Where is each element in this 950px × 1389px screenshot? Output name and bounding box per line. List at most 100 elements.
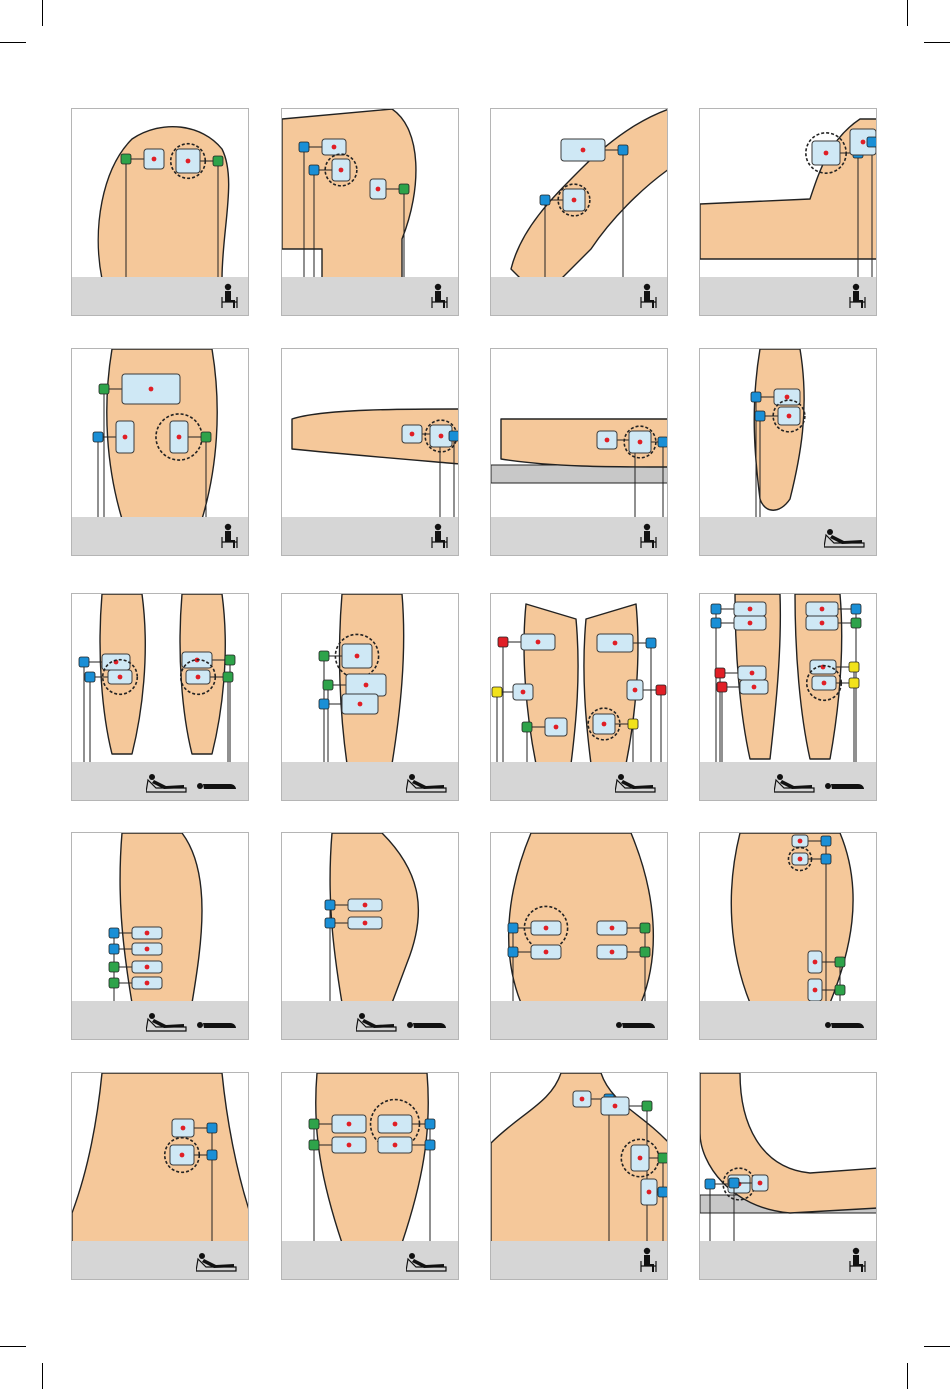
target-dot xyxy=(798,857,803,862)
connector-plug xyxy=(755,411,765,421)
body-illustration xyxy=(491,109,668,279)
target-dot xyxy=(613,641,618,646)
crop-mark xyxy=(907,1363,908,1389)
panel-upper-back xyxy=(490,1072,668,1280)
connector-plug xyxy=(399,184,409,194)
target-dot xyxy=(580,1097,585,1102)
panel-forearm-elbow xyxy=(699,1072,877,1280)
connector-plug xyxy=(492,687,502,697)
seated-posture-icon xyxy=(432,284,447,308)
posture-icons xyxy=(406,768,450,794)
panel-calf-single xyxy=(699,348,877,556)
table-surface xyxy=(491,465,668,483)
target-dot xyxy=(186,159,191,164)
posture-icons xyxy=(774,768,868,794)
connector-plug xyxy=(121,154,131,164)
posture-bar xyxy=(72,517,248,555)
connector-plug xyxy=(109,928,119,938)
target-dot xyxy=(787,414,792,419)
connector-plug xyxy=(425,1140,435,1150)
target-dot xyxy=(813,988,818,993)
connector-plug xyxy=(319,699,329,709)
connector-plug xyxy=(508,947,518,957)
connector-plug xyxy=(851,604,861,614)
seated-posture-icon xyxy=(850,284,865,308)
target-dot xyxy=(363,903,368,908)
seated-posture-icon xyxy=(222,284,237,308)
posture-icons xyxy=(639,523,659,549)
target-dot xyxy=(798,839,803,844)
connector-plug xyxy=(618,145,628,155)
target-dot xyxy=(610,926,615,931)
body-illustration xyxy=(72,1073,249,1243)
target-dot xyxy=(145,947,150,952)
connector-plug xyxy=(207,1150,217,1160)
reclined-posture-icon xyxy=(146,1013,186,1031)
target-dot xyxy=(521,690,526,695)
panel-upper-arm xyxy=(490,108,668,316)
body-illustration xyxy=(491,1073,668,1243)
body-illustration xyxy=(72,349,249,519)
panel-shoulder-side xyxy=(281,108,459,316)
posture-bar xyxy=(700,1241,876,1279)
connector-plug xyxy=(213,156,223,166)
panel-hip-side xyxy=(281,832,459,1040)
posture-bar xyxy=(700,762,876,800)
connector-plug xyxy=(99,384,109,394)
skin-shape xyxy=(72,1073,249,1243)
panel-thighs-front xyxy=(490,593,668,801)
posture-bar xyxy=(491,1001,667,1039)
target-dot xyxy=(820,607,825,612)
seated-posture-icon xyxy=(222,524,237,548)
connector-plug xyxy=(628,719,638,729)
body-illustration xyxy=(700,1073,877,1243)
connector-plug xyxy=(109,944,119,954)
body-illustration xyxy=(282,109,459,279)
target-dot xyxy=(410,432,415,437)
posture-icons xyxy=(430,283,450,309)
panel-calves-pair xyxy=(71,593,249,801)
posture-bar xyxy=(491,517,667,555)
skin-shape xyxy=(524,604,638,764)
connector-plug xyxy=(658,437,668,447)
posture-icons xyxy=(220,283,240,309)
crop-mark xyxy=(42,0,43,26)
body-illustration xyxy=(700,594,877,764)
seated-posture-icon xyxy=(641,284,656,308)
posture-bar xyxy=(72,1001,248,1039)
target-dot xyxy=(145,965,150,970)
posture-icons xyxy=(146,1007,240,1033)
connector-plug xyxy=(821,836,831,846)
target-dot xyxy=(393,1122,398,1127)
reclined-posture-icon xyxy=(824,529,864,547)
connector-plug xyxy=(711,618,721,628)
body-illustration xyxy=(700,833,877,1003)
body-illustration xyxy=(72,109,249,279)
panel-shoulder-back xyxy=(71,108,249,316)
posture-icons xyxy=(196,1247,240,1273)
posture-bar xyxy=(491,1241,667,1279)
skin-shape xyxy=(511,109,668,279)
connector-plug xyxy=(508,923,518,933)
posture-bar xyxy=(491,277,667,315)
seated-posture-icon xyxy=(850,1248,865,1272)
body-illustration xyxy=(282,1073,459,1243)
prone-posture-icon xyxy=(407,1022,446,1028)
connector-plug xyxy=(851,618,861,628)
seated-posture-icon xyxy=(641,1248,656,1272)
panel-lower-back-leg xyxy=(699,832,877,1040)
connector-plug xyxy=(705,1179,715,1189)
target-dot xyxy=(572,198,577,203)
target-dot xyxy=(355,654,360,659)
target-dot xyxy=(347,1122,352,1127)
panel-lower-back-hip xyxy=(71,348,249,556)
crop-mark xyxy=(924,1346,950,1347)
posture-bar xyxy=(700,517,876,555)
panel-forearm-table xyxy=(490,348,668,556)
connector-plug xyxy=(867,137,877,147)
target-dot xyxy=(758,1181,763,1186)
panel-thigh-side xyxy=(71,832,249,1040)
target-dot xyxy=(748,607,753,612)
posture-icons xyxy=(639,283,659,309)
target-dot xyxy=(633,688,638,693)
